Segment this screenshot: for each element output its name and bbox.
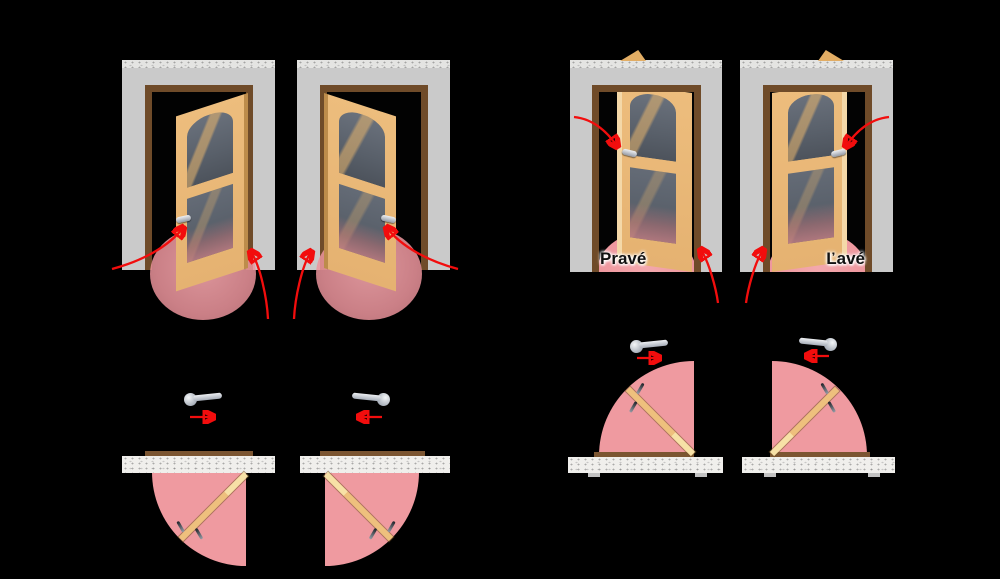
door-frame [592, 85, 701, 272]
handle-arrow [573, 115, 617, 146]
glass-panel-top [630, 92, 676, 162]
handle-mark [636, 382, 645, 395]
door-leaf-plan [176, 471, 249, 542]
handle-mark [194, 527, 204, 540]
glass-panel-top [187, 106, 233, 188]
hinge-arrow [701, 250, 720, 304]
swing-area [772, 361, 867, 456]
wall [570, 60, 722, 272]
glass-panel-bottom [187, 183, 233, 263]
handle-lever-icon [184, 389, 224, 407]
door-leaf [617, 92, 692, 272]
wall [740, 60, 893, 272]
glass-panel-top [339, 106, 385, 188]
door-handle [380, 214, 397, 224]
door-leaf [772, 92, 847, 272]
door-top-edge [620, 50, 646, 61]
handle-mark [176, 520, 185, 533]
swing-area [599, 361, 694, 456]
glass-panel-top [788, 92, 834, 162]
frame-jamb-tab [764, 473, 776, 477]
swing-area-floor [599, 232, 694, 272]
wall-plan [568, 457, 723, 473]
lintel [122, 60, 275, 68]
door-handle [621, 148, 638, 158]
handle-rosette-icon [377, 393, 390, 406]
swing-area-floor [316, 228, 422, 320]
lintel [570, 60, 722, 68]
hinge-arrow [292, 252, 311, 320]
handle-lever-icon [630, 336, 670, 354]
door-frame [145, 85, 253, 270]
handle-grip-icon [351, 392, 382, 402]
handle-arrow [387, 228, 459, 271]
door-leaf [324, 93, 396, 292]
hinge-arrow [744, 250, 763, 304]
handle-grip-icon [798, 337, 829, 347]
door-top-edge [818, 50, 844, 61]
wall [122, 60, 275, 270]
wall-plan [300, 456, 450, 473]
handle-arrow [111, 228, 183, 271]
handle-arrow [846, 115, 890, 146]
door-leaf-plan [625, 382, 696, 457]
frame-jamb-tab [868, 473, 880, 477]
wall-plan [742, 457, 895, 473]
handle-rosette-icon [184, 393, 197, 406]
glass-panel-bottom [630, 167, 676, 244]
wall [297, 60, 450, 270]
swing-area [152, 472, 246, 566]
handle-mark [368, 527, 378, 540]
door-handle [830, 148, 847, 158]
wall-plan [122, 456, 275, 473]
handle-lever-icon [350, 389, 390, 407]
door-opening [770, 92, 865, 272]
lintel [297, 60, 450, 68]
door-leaf-plan [323, 471, 396, 542]
frame-jamb-tab [695, 473, 707, 477]
door-frame [320, 85, 428, 270]
lintel [740, 60, 893, 68]
frame-jamb-tab [588, 473, 600, 477]
glass-panel-bottom [788, 167, 834, 244]
frame-line [320, 451, 425, 456]
swing-area-floor [770, 232, 865, 272]
handle-lever-icon [797, 334, 837, 352]
door-handle [175, 214, 192, 224]
door-leaf [176, 93, 248, 292]
swing-area [325, 472, 419, 566]
frame-line [594, 452, 694, 457]
handle-grip-icon [638, 339, 669, 349]
glass-panel-bottom [339, 183, 385, 263]
door-opening [599, 92, 694, 272]
label-lave: Ľavé [826, 249, 865, 268]
frame-line [770, 452, 870, 457]
handle-rosette-icon [630, 340, 643, 353]
handle-mark [387, 520, 396, 533]
label-prave: Pravé [600, 249, 647, 268]
swing-area-floor [150, 228, 256, 320]
hinge-arrow [251, 252, 270, 320]
handle-mark [628, 401, 638, 413]
door-leaf-plan [769, 382, 840, 457]
handle-mark [820, 382, 829, 395]
handle-mark [827, 401, 837, 413]
handle-rosette-icon [824, 338, 837, 351]
frame-line [145, 451, 253, 456]
door-frame [763, 85, 872, 272]
handle-grip-icon [192, 392, 223, 402]
